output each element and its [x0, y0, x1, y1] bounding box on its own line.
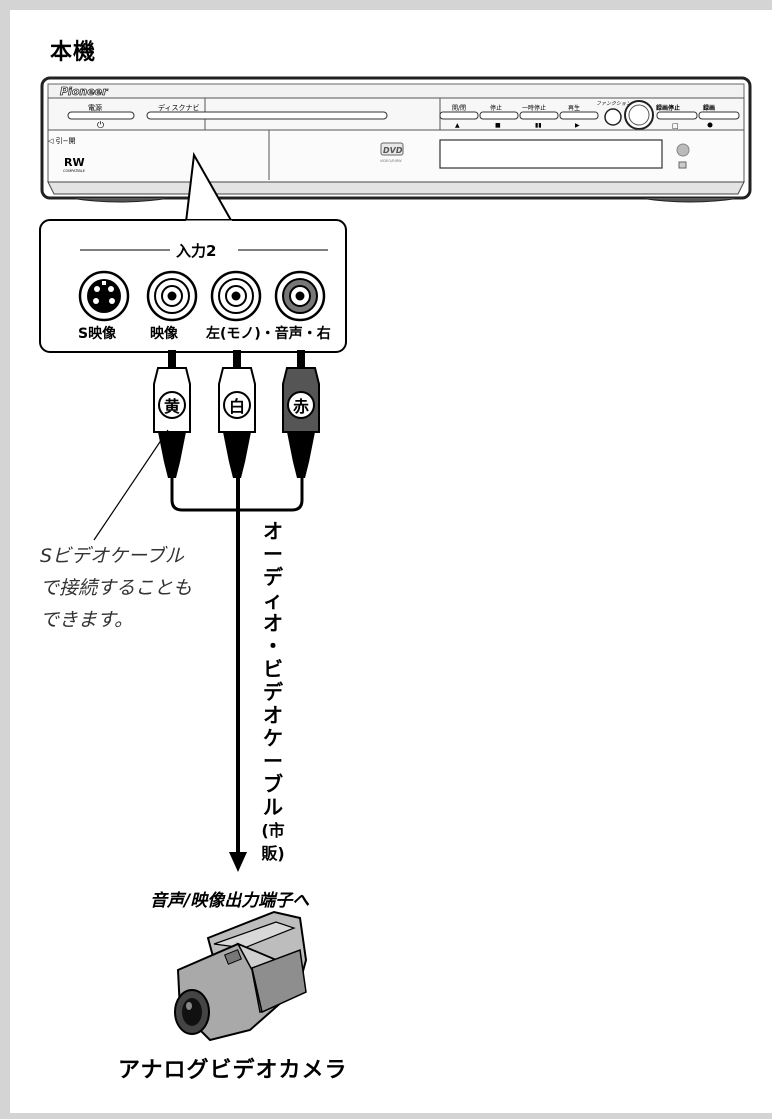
video-jack[interactable] — [146, 270, 198, 322]
rec-icon — [707, 122, 713, 128]
power-button-label: 電源 — [88, 103, 102, 112]
rec-stop-icon: □ — [672, 122, 679, 130]
plug-red-label: 赤 — [293, 397, 309, 416]
audio-right-jack[interactable] — [274, 270, 326, 322]
rec-label: 録画 — [703, 104, 715, 112]
s-video-note-line: で接続することも — [40, 577, 193, 599]
rw-compatible-text: COMPATIBLE — [63, 169, 85, 173]
pause-label: 一時停止 — [522, 104, 546, 112]
rec-stop-button[interactable] — [656, 111, 698, 120]
stop-icon: ■ — [495, 122, 501, 129]
cable-arrow-head — [229, 852, 247, 872]
disc-navi-button[interactable] — [146, 111, 388, 120]
callout-pointer — [185, 151, 233, 223]
dvd-logo: DVD — [383, 146, 403, 155]
cable-label: オ ー デ ィ オ ・ ビ デ オ ケ ー ブ ル (市 販) — [258, 520, 288, 865]
s-video-note-line: できます。 — [40, 609, 134, 631]
function-button[interactable] — [604, 108, 622, 126]
audio-left-jack[interactable] — [210, 270, 262, 322]
pause-icon: ▮▮ — [535, 122, 542, 129]
cable-label-char: (市 — [261, 821, 285, 840]
front-display — [439, 139, 663, 169]
s-video-note: Sビデオケーブル で接続することも できます。 — [40, 540, 192, 636]
disc-navi-label: ディスクナビ — [158, 103, 200, 112]
recorder-unit: Pioneer 電源 ⏻ ディスクナビ 開/閉 ▲ 停止 ■ 一時停止 ▮▮ 再… — [40, 76, 752, 203]
stop-label: 停止 — [490, 104, 502, 112]
cable-label-char: ー — [263, 749, 283, 773]
cable-label-char: オ — [263, 519, 283, 543]
rw-logo: RW — [64, 156, 85, 169]
destination-label: 音声/映像出力端子へ — [150, 891, 310, 911]
input-panel-header: 入力2 — [176, 242, 216, 260]
power-icon: ⏻ — [97, 120, 104, 131]
cable-label-char: ケ — [263, 726, 283, 750]
cable-label-char: オ — [263, 703, 283, 727]
play-label: 再生 — [568, 104, 580, 112]
power-button[interactable] — [67, 111, 135, 120]
cable-label-char: デ — [263, 565, 283, 589]
s-video-note-line: Sビデオケーブル — [40, 545, 184, 567]
camera-label: アナログビデオカメラ — [118, 1058, 348, 1083]
stop-button[interactable] — [479, 111, 519, 120]
s-video-label: S映像 — [78, 325, 117, 342]
cable-label-char: ル — [263, 795, 283, 819]
cable-label-char: ビ — [263, 657, 283, 681]
cable-label-char: ・ — [263, 634, 283, 658]
cable-label-char: オ — [263, 611, 283, 635]
cable-label-char: 販) — [261, 844, 285, 863]
play-icon: ▶ — [575, 122, 580, 129]
plug-yellow: 黄 — [153, 350, 191, 478]
play-button[interactable] — [559, 111, 599, 120]
cable-label-char: デ — [263, 680, 283, 704]
cable-label-char: ー — [263, 542, 283, 566]
rec-button[interactable] — [698, 111, 740, 120]
camcorder — [174, 910, 308, 1042]
cable-label-char: ブ — [263, 772, 283, 796]
open-close-button[interactable] — [439, 111, 479, 120]
brand-logo: Pioneer — [60, 85, 108, 98]
open-close-label: 開/閉 — [452, 105, 466, 112]
plug-red: 赤 — [282, 350, 320, 478]
input-panel: 入力2 — [39, 219, 347, 353]
note-leader-line — [93, 429, 169, 541]
pause-button[interactable] — [519, 111, 559, 120]
plug-white: 白 — [218, 350, 256, 478]
audio-label: 左(モノ)・音声・右 — [205, 325, 331, 342]
function-label: ファンクション — [596, 100, 632, 107]
open-icon: ▲ — [455, 122, 460, 129]
page-title: 本機 — [50, 40, 97, 65]
cable-label-char: ィ — [263, 588, 283, 612]
video-label: 映像 — [150, 325, 179, 342]
rec-stop-label: 録画停止 — [656, 104, 680, 112]
plug-white-label: 白 — [229, 397, 245, 416]
s-video-jack[interactable] — [78, 270, 130, 322]
door-open-label: ◁ 引−開 — [48, 136, 75, 145]
status-lamp — [676, 143, 690, 157]
dvd-sub-text: VIDEO/R/RW — [380, 159, 402, 163]
plug-yellow-label: 黄 — [164, 397, 180, 416]
